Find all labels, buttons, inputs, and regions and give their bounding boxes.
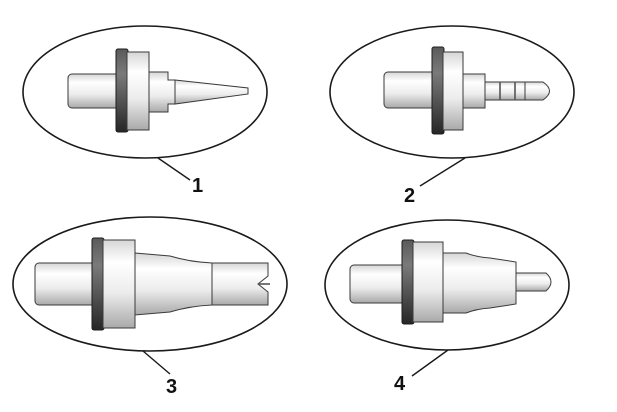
variant-2-leader-line: [419, 157, 466, 187]
variant-3-part: [34, 237, 270, 331]
variant-4-part: [349, 239, 552, 325]
callout-2-label: 2: [404, 185, 415, 207]
variant-1-leader-line: [157, 157, 191, 181]
variant-1-ellipse: [22, 25, 268, 159]
variant-1-part: [67, 48, 249, 133]
callout-3-label: 3: [166, 376, 177, 398]
variant-2-ellipse: [329, 25, 575, 159]
variant-2: 2: [329, 25, 575, 207]
variant-2-part: [383, 46, 550, 135]
variant-3-leader-line: [142, 350, 171, 375]
variant-3-ellipse: [12, 216, 288, 352]
variant-4-leader-line: [411, 349, 449, 377]
variant-3: 3: [12, 216, 288, 398]
variant-1: 1: [22, 25, 268, 197]
callout-4-label: 4: [394, 373, 406, 395]
callout-1-label: 1: [192, 175, 203, 197]
variant-4: 4: [324, 219, 570, 395]
